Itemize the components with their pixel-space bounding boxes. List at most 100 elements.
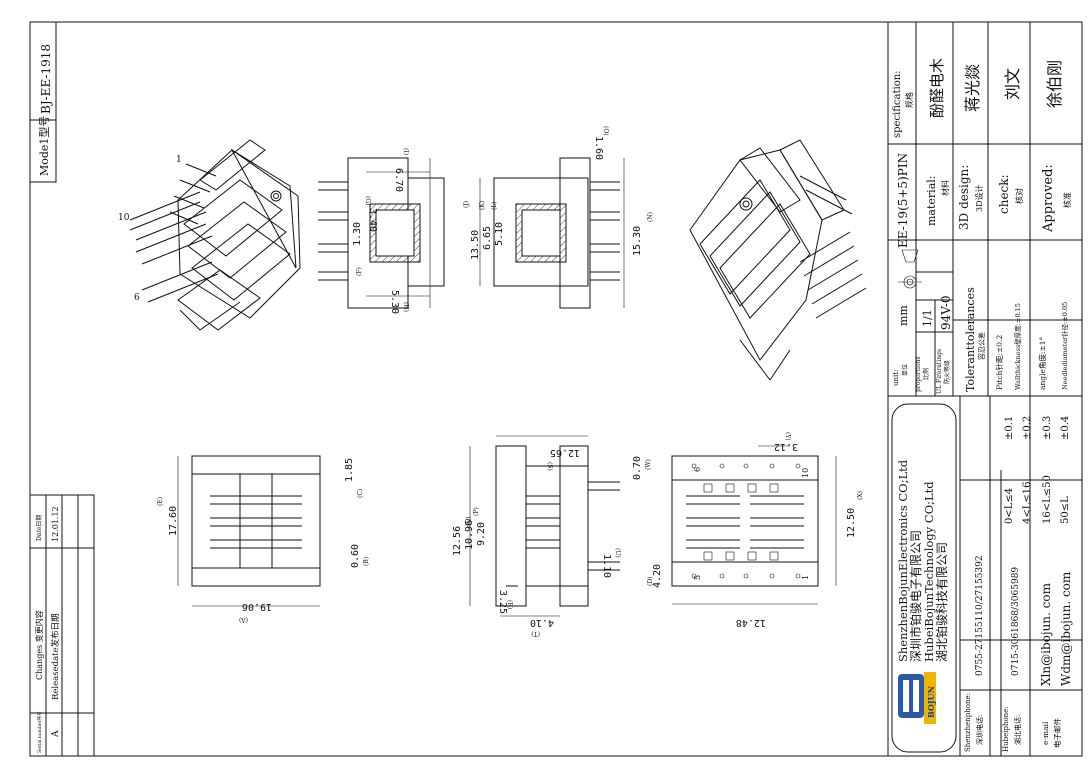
bm-d5: 1.10 [601, 554, 612, 578]
tol-val-3: ±0.4 [1060, 416, 1071, 440]
tol-range-2: 16<L≤50 [1042, 475, 1053, 524]
tm-d4: 5.30 [389, 290, 400, 314]
bm-d8: 0.70 [632, 456, 643, 480]
title-block: specification: 规格 EE-19(5+5)PIN material… [887, 21, 1083, 757]
material-label: material: [925, 176, 938, 226]
tol-note-angle: angle角度:±1° [1037, 336, 1047, 390]
approved-label: Approved: [1041, 164, 1056, 233]
bl-d2: 1.85 [344, 458, 355, 482]
iso-pin-1: 1 [176, 155, 182, 165]
tr-d3: 6.65 [482, 226, 493, 250]
contact-sz-sub: 深圳电话: [975, 715, 984, 745]
br-pin6: 6 [693, 467, 702, 472]
tm-g: (G) [364, 196, 371, 205]
iso-pin-10: 10 [118, 213, 130, 223]
bl-c: (C) [357, 489, 364, 498]
design-sub: 3D设计 [974, 184, 984, 212]
changes-header-date: Date日期 [35, 515, 43, 541]
bl-a: (A) [239, 616, 248, 623]
material-value: 酚醛电木 [928, 58, 946, 118]
model-label: Mode1型号 [37, 116, 51, 176]
br-d3: 4.20 [652, 564, 663, 588]
changes-row-change: Releasedate发布日期 [50, 613, 61, 700]
changes-header-change: Changes 变更内容 [34, 610, 44, 680]
bm-q: (Q) [465, 516, 472, 526]
tol-note-needle: Needlediameter针径:±0.05 [1060, 302, 1069, 390]
tm-h: (H) [402, 302, 409, 312]
contact-mail-2: Wdm@ibojun. com [1059, 571, 1073, 686]
bl-d4: 19.06 [242, 601, 272, 612]
view-bottom-right: 3.12 12.50 4.20 12.48 (Y) (X) (D) 6 10 5… [647, 432, 864, 628]
material-sub: 材料 [940, 180, 950, 196]
tm-d1: 6.70 [393, 168, 404, 192]
contact-sz-label: Shenzhenphone: [964, 693, 972, 752]
ul-value: 94V-0 [939, 295, 953, 330]
company-cn-2: 湖北铂骏科技有限公司 [934, 542, 949, 662]
model-box: Mode1型号 BJ-EE-1918 [29, 21, 57, 183]
br-pin1: 1 [801, 575, 810, 580]
tol-note-wall: Wallthickness壁厚度:±0.15 [1013, 303, 1022, 390]
bl-e: (E) [157, 497, 164, 506]
changes-header-serial: Serial number序号 [36, 711, 43, 753]
bm-d7: 4.10 [530, 617, 554, 628]
tr-n: (N) [647, 212, 654, 222]
changes-row-serial: A [51, 730, 61, 738]
ul-label: UL Fireratings [936, 349, 943, 394]
spec-value: EE-19(5+5)PIN [896, 153, 910, 248]
contact-mail-label: e-mail [1041, 721, 1050, 745]
contact-mail-sub: 电子邮件 [1052, 718, 1062, 748]
design-value: 蒋光燚 [963, 64, 982, 112]
logo-text: BOJUN [926, 686, 936, 718]
br-pin10: 10 [801, 468, 810, 478]
bm-u: (U) [614, 548, 621, 558]
tol-val-0: ±0.1 [1004, 416, 1015, 440]
br-d2: 12.50 [846, 508, 857, 538]
contact-hb-value: 0715-3061868/3065989 [1011, 567, 1021, 676]
bm-t: (T) [531, 630, 540, 637]
company-box [891, 403, 957, 753]
tm-d2: 3.40 [367, 208, 378, 232]
company-en-2: HubeiBojunTechnology CO;Ltd [922, 481, 936, 662]
bm-d4: 9.20 [476, 522, 487, 546]
approved-value: 徐伯刚 [1045, 60, 1064, 108]
bl-d3: 0.60 [350, 544, 361, 568]
spec-label: specification: [892, 70, 903, 138]
tm-f: (F) [356, 267, 363, 276]
iso-view-right [689, 139, 867, 381]
br-y: (Y) [784, 432, 791, 441]
company-en-1: ShenzhenBojunElectronics CO;Ltd [896, 459, 910, 662]
tol-range-0: 0<L≤4 [1004, 488, 1015, 524]
br-d1: 3.12 [774, 441, 798, 452]
unit-label: unit: [892, 370, 900, 386]
br-x: (X) [857, 491, 864, 500]
tr-d1: 1.60 [593, 136, 604, 160]
approved-sub: 核准 [1062, 192, 1072, 208]
bm-s: (S) [546, 462, 553, 471]
model-value: BJ-EE-1918 [39, 44, 53, 114]
tr-k: (K) [479, 201, 486, 210]
br-pin5: 5 [693, 575, 702, 580]
tol-note-pitch: Pitch针距:±0.2 [994, 335, 1004, 390]
changes-row-date: 12.01.12 [51, 506, 60, 542]
tr-d5: 15.30 [632, 226, 643, 256]
iso-pin-6: 6 [134, 293, 140, 303]
projection-symbol [898, 249, 922, 289]
tr-d4: 5.10 [494, 222, 505, 246]
bm-w: (W) [645, 459, 652, 470]
bm-d3: 10.96 [464, 520, 475, 550]
view-top-right: 1.60 13.50 6.65 5.10 15.30 (J) (K) (L) (… [463, 126, 654, 309]
view-bottom-middle: 12.65 12.56 10.96 9.20 1.10 3.25 4.10 0.… [452, 435, 652, 637]
tol-val-1: ±0.2 [1022, 416, 1033, 440]
view-top-middle: 6.70 3.40 1.30 5.30 (G) (F) (I) (H) [318, 148, 445, 314]
contact-hb-label: Hubeiphone: [1002, 706, 1010, 752]
contact-mail-1: Xln@ibojun. com [1039, 582, 1053, 686]
bojun-logo: BOJUN [898, 672, 936, 724]
tr-d2: 13.50 [470, 230, 481, 260]
changes-table: Serial number序号 Changes 变更内容 Date日期 A Re… [29, 494, 95, 757]
proportion-sub: 比例 [922, 368, 930, 380]
check-label: check: [997, 174, 1011, 214]
design-label: 3D design: [957, 165, 971, 230]
bm-d2: 12.56 [452, 526, 463, 556]
tol-range-1: 4<L≤16 [1022, 482, 1033, 525]
